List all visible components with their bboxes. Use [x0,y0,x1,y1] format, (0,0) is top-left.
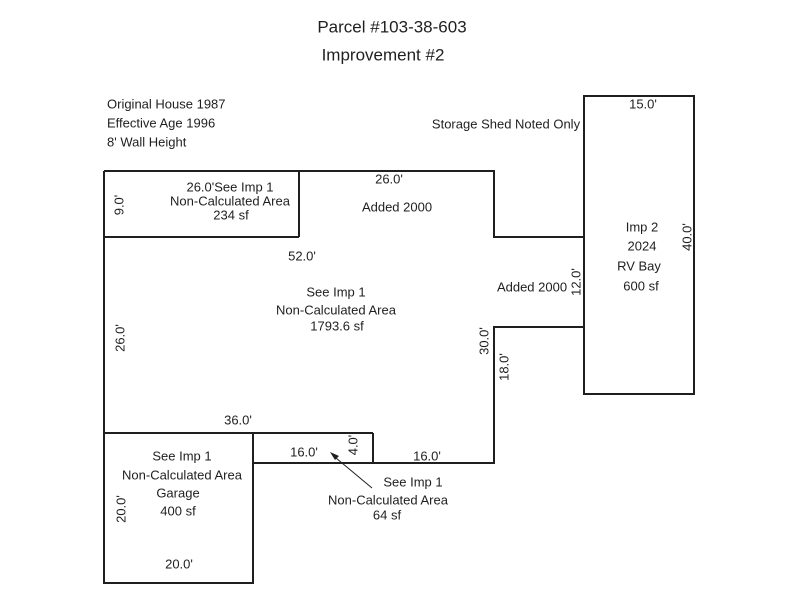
note-original-house: Original House 1987 [107,96,226,112]
garage-label-line4: 400 sf [160,503,196,519]
garage-label-line3: Garage [156,485,200,501]
rv-bay-label-line4: 600 sf [623,278,659,294]
rv-bay-label-line3: RV Bay [617,258,661,274]
dim-main-bottom: 36.0' [224,412,252,428]
added-2000-top-label: Added 2000 [361,199,433,215]
note-storage-shed: Storage Shed Noted Only [431,116,581,132]
addition-234-label-line3: 234 sf [213,207,249,223]
addition-234-label-line1: 26.0'See Imp 1 [186,179,274,195]
dim-garage-bottom: 20.0' [165,556,193,572]
rv-bay-label-line2: 2024 [627,238,657,254]
improvement-title: Improvement #2 [321,45,445,65]
parcel-title: Parcel #103-38-603 [317,17,467,37]
garage-label-line2: Non-Calculated Area [122,467,242,483]
rv-bay-label-line1: Imp 2 [625,219,659,235]
callout-arrow [330,452,373,489]
dim-connector-height: 12.0' [568,268,584,296]
garage-label-line1: See Imp 1 [152,448,212,464]
dim-added-2000-top-width: 26.0' [375,171,403,187]
addition-234-divider [104,171,300,238]
notch-label-line2: Non-Calculated Area [328,492,448,508]
addition-234-label-line2: Non-Calculated Area [170,193,290,209]
notch-label-line1: See Imp 1 [383,474,443,490]
notch-64-divider [104,432,374,463]
dim-garage-left: 20.0' [113,495,129,523]
connector-label: Added 2000 [496,279,568,295]
dim-rv-bay-height: 40.0' [679,223,695,251]
dim-main-right-inner: 18.0' [496,353,512,381]
rv-bay-rect [583,95,695,395]
dim-rv-bay-width: 15.0' [629,96,657,112]
dim-bottom-right-width: 16.0' [413,448,441,464]
note-effective-age: Effective Age 1996 [107,115,216,131]
dim-main-top-width: 52.0' [288,248,316,264]
note-wall-height: 8' Wall Height [107,134,187,150]
main-house-label-line3: 1793.6 sf [310,318,364,334]
dim-main-right-outer: 30.0' [476,327,492,355]
dim-notch-width: 16.0' [290,444,318,460]
main-house-label-line2: Non-Calculated Area [276,302,396,318]
dim-main-left: 26.0' [112,324,128,352]
notch-label-line3: 64 sf [372,507,402,523]
main-house-label-line1: See Imp 1 [306,284,366,300]
dim-notch-height: 4.0' [345,434,361,456]
main-house-outline [103,170,584,584]
dim-addition-234-left: 9.0' [111,194,127,216]
